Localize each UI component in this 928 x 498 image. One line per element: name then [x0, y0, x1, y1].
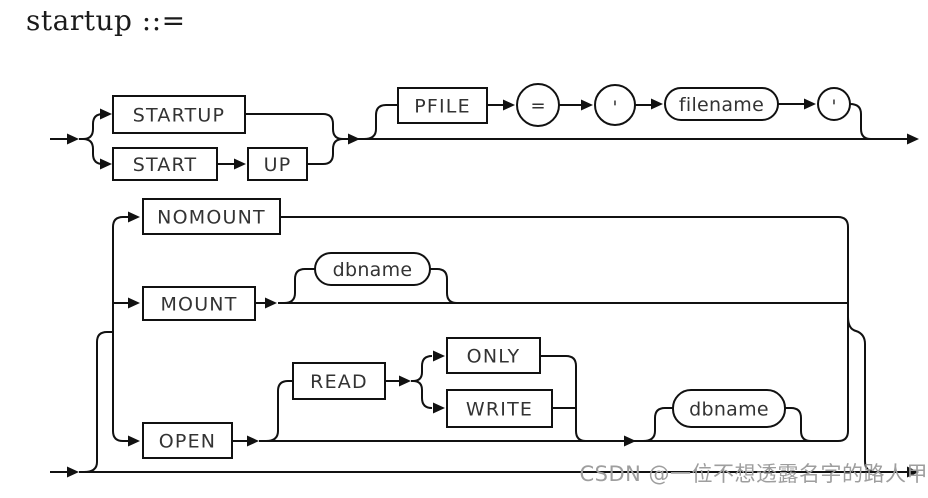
rail-nomount-exit	[280, 216, 849, 228]
keyword-pfile-box: PFILE	[397, 87, 488, 124]
symbol-close-quote-label: '	[832, 97, 837, 118]
arrowhead	[433, 350, 445, 362]
rail-startup-exit	[245, 113, 344, 140]
keyword-mount-label: MOUNT	[160, 294, 237, 316]
rail-only-merge	[540, 355, 587, 442]
keyword-nomount-box: NOMOUNT	[142, 198, 281, 235]
keyword-write-label: WRITE	[466, 399, 533, 421]
variable-open-dbname-pill: dbname	[672, 389, 786, 428]
keyword-only-label: ONLY	[467, 346, 521, 368]
keyword-start-label: START	[133, 154, 198, 176]
keyword-only-box: ONLY	[446, 337, 541, 374]
rail-pfile-branch-up	[363, 104, 398, 140]
arrowhead	[433, 402, 445, 414]
arrowhead	[907, 466, 919, 478]
keyword-write-box: WRITE	[446, 389, 553, 428]
rail-open-line	[259, 430, 849, 442]
rail-read-split-up	[411, 355, 433, 382]
variable-filename-label: filename	[679, 94, 764, 116]
arrowhead	[348, 133, 360, 145]
arrowhead	[67, 133, 79, 145]
variable-mount-dbname-label: dbname	[333, 259, 413, 281]
watermark: CSDN @一位不想透露名字的路人甲	[579, 462, 928, 486]
symbol-open-quote-circle: '	[594, 84, 636, 126]
keyword-open-label: OPEN	[159, 431, 216, 453]
arrowhead	[624, 435, 636, 447]
keyword-up-label: UP	[264, 154, 292, 176]
arrowhead	[581, 99, 593, 111]
arrowhead	[100, 158, 112, 170]
rail-up-exit	[307, 138, 344, 165]
railroad-track-options	[50, 216, 907, 473]
arrowhead	[907, 133, 919, 145]
keyword-open-box: OPEN	[142, 422, 233, 459]
keyword-start-box: START	[112, 147, 218, 181]
rail-read-split-down	[411, 380, 433, 409]
keyword-read-box: READ	[292, 362, 386, 400]
symbol-equals-label: =	[530, 96, 545, 117]
keyword-startup-box: STARTUP	[112, 95, 246, 134]
symbol-open-quote-label: '	[613, 98, 618, 119]
arrowhead	[128, 297, 140, 309]
arrowhead	[503, 99, 515, 111]
rail-mount-dbname-up	[283, 268, 315, 304]
keyword-pfile-label: PFILE	[414, 96, 471, 118]
rail-split-down	[79, 138, 104, 165]
arrowhead	[804, 98, 816, 110]
variable-open-dbname-label: dbname	[689, 399, 769, 421]
rail-branch-vertical	[112, 216, 124, 442]
arrowhead	[128, 435, 140, 447]
variable-mount-dbname-pill: dbname	[314, 252, 431, 286]
arrowhead	[100, 108, 112, 120]
railroad-track-startup	[50, 103, 907, 165]
arrowhead	[651, 98, 663, 110]
rail-split-up	[79, 113, 104, 140]
symbol-equals-circle: =	[516, 83, 560, 127]
rail-connector-up	[83, 331, 114, 473]
keyword-read-label: READ	[310, 371, 368, 393]
arrowhead	[128, 211, 140, 223]
variable-filename-pill: filename	[664, 87, 779, 121]
keyword-mount-box: MOUNT	[142, 286, 256, 321]
rail-exit-jog	[847, 316, 876, 473]
rail-open-dbname-down	[785, 407, 812, 442]
arrowhead	[67, 466, 79, 478]
symbol-close-quote-circle: '	[817, 87, 851, 121]
arrowhead	[234, 158, 246, 170]
rail-mount-dbname-down	[430, 268, 458, 304]
keyword-up-box: UP	[247, 147, 308, 181]
keyword-nomount-label: NOMOUNT	[157, 207, 266, 229]
rail-read-branch-up	[265, 380, 293, 442]
keyword-startup-label: STARTUP	[133, 105, 225, 127]
page-title: startup ::=	[26, 4, 186, 37]
arrowheads	[67, 98, 919, 478]
arrowhead	[247, 435, 259, 447]
arrowhead	[399, 375, 411, 387]
arrowhead	[265, 297, 277, 309]
rail-pfile-branch-down	[849, 103, 872, 140]
rail-open-dbname-up	[642, 407, 673, 442]
